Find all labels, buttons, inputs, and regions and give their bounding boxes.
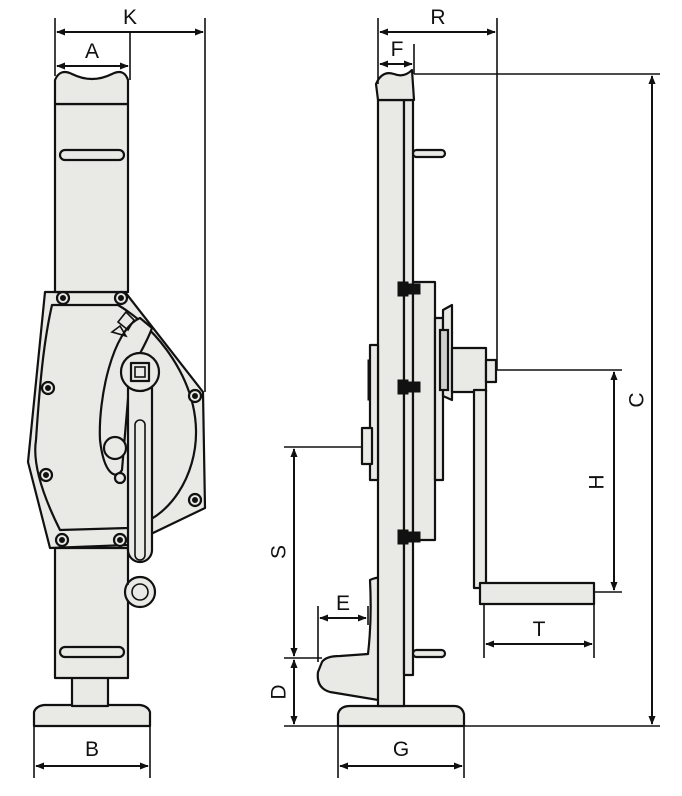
side-pin-lower xyxy=(411,648,447,659)
front-housing-screws xyxy=(38,290,203,548)
side-crank-hub xyxy=(450,346,488,394)
dim-label-f: F xyxy=(391,38,404,61)
front-upper-slot xyxy=(58,148,126,162)
dim-label-h: H xyxy=(586,474,609,489)
dim-label-r: R xyxy=(430,6,445,29)
front-crank-knob xyxy=(123,575,157,609)
front-crank-square-inner xyxy=(134,366,146,378)
front-base-foot xyxy=(32,703,152,728)
dim-label-e: E xyxy=(336,592,350,615)
side-saddle-head xyxy=(374,68,416,102)
front-lower-body xyxy=(53,546,130,680)
dim-label-a: A xyxy=(85,40,99,63)
side-crank-nut xyxy=(484,358,498,384)
front-lower-slot xyxy=(58,645,126,659)
side-main-column xyxy=(376,98,406,708)
side-left-boss xyxy=(360,426,374,466)
side-crank-arm xyxy=(472,388,488,590)
front-dimensions: K A B xyxy=(33,6,206,778)
side-crank-handle xyxy=(478,581,596,606)
front-crank-lever xyxy=(126,370,154,564)
dim-label-s: S xyxy=(268,545,291,559)
front-crank-square xyxy=(129,361,151,383)
dim-label-g: G xyxy=(393,738,409,761)
side-gearbox-plate xyxy=(411,280,437,542)
dim-label-d: D xyxy=(268,684,291,699)
side-dimensions: R F C H S D E T G xyxy=(268,6,660,778)
front-upper-body xyxy=(53,102,130,294)
dim-label-t: T xyxy=(533,618,546,641)
front-crank-slot xyxy=(134,419,146,561)
front-pivot-small xyxy=(113,471,127,485)
side-base-plate xyxy=(336,704,466,728)
front-crank-knob-inner xyxy=(131,583,149,601)
side-crank-collar xyxy=(438,328,450,392)
front-base-neck xyxy=(70,674,110,708)
dim-label-b: B xyxy=(85,738,99,761)
front-pawl-tooth-2 xyxy=(110,324,128,338)
front-view xyxy=(26,70,207,728)
front-pawl xyxy=(98,316,154,476)
front-saddle-head xyxy=(53,70,130,106)
dim-label-k: K xyxy=(123,6,137,29)
front-pivot-large xyxy=(102,435,128,461)
side-view xyxy=(316,68,596,728)
side-left-flange xyxy=(368,343,380,482)
side-pin-upper xyxy=(411,148,447,159)
dim-label-c: C xyxy=(626,392,649,407)
front-pawl-tooth xyxy=(116,310,136,332)
